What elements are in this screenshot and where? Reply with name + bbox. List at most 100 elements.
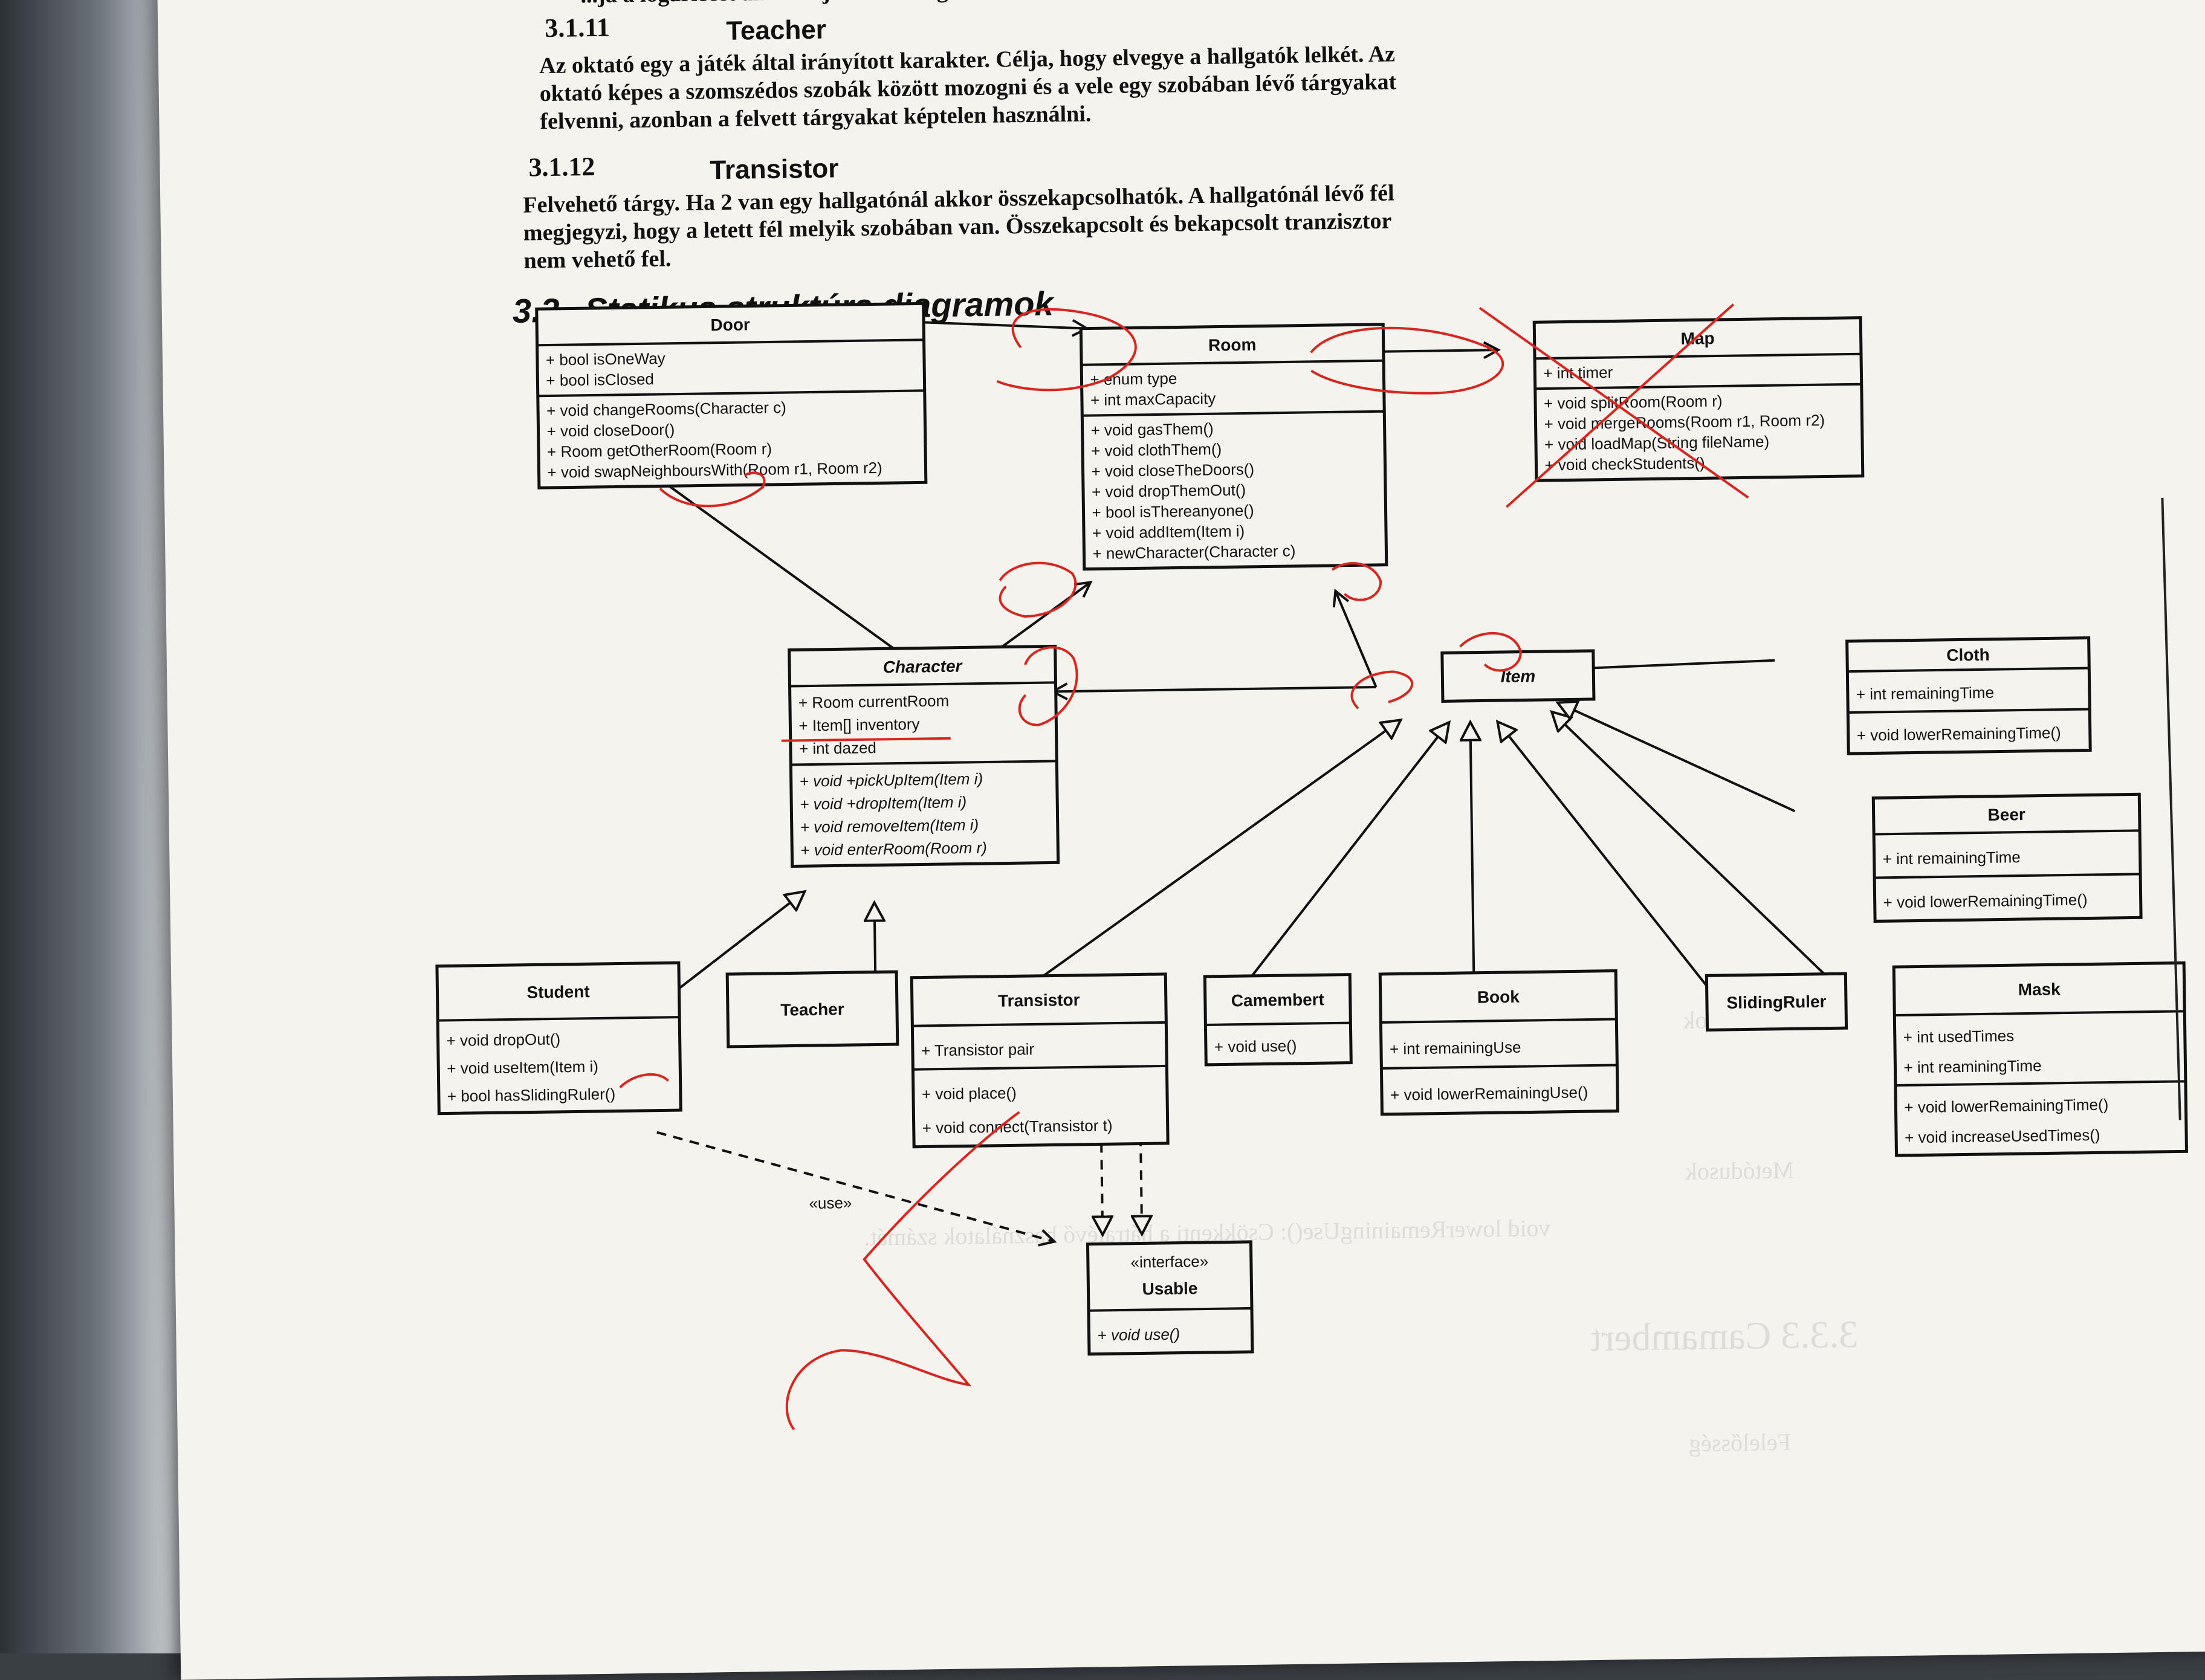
class-name: Teacher — [780, 1000, 844, 1019]
class-box-frame — [1440, 649, 1596, 703]
class-method: + void use() — [1097, 1325, 1180, 1345]
annotation-mark — [619, 1073, 670, 1088]
class-attribute: + int maxCapacity — [1090, 389, 1216, 409]
class-book: Book + int remainingUse + void lowerRemain… — [1378, 969, 1619, 1116]
class-divider — [912, 1021, 1167, 1027]
class-attribute: + Item[] inventory — [798, 715, 920, 735]
class-attribute: + int remainingTime — [1856, 683, 1994, 703]
class-box-frame — [1705, 972, 1848, 1032]
class-method: + void place() — [922, 1084, 1017, 1103]
class-attribute: + enum type — [1090, 369, 1177, 389]
class-divider — [1894, 1010, 2185, 1017]
class-method: + void addItem(Item i) — [1092, 522, 1245, 542]
class-name: Usable — [1142, 1279, 1197, 1298]
class-name: Door — [710, 315, 750, 334]
class-attribute: + int dazed — [799, 738, 876, 758]
class-attribute: + int remainingUse — [1390, 1038, 1521, 1058]
class-character: Character + Room currentRoom + Item[] inve… — [788, 644, 1060, 868]
class-box-frame — [1086, 1240, 1254, 1356]
class-divider — [1874, 829, 2140, 836]
class-name: Character — [883, 656, 963, 676]
camembert-item-generalization — [1234, 722, 1452, 998]
annotation-circle — [1350, 670, 1414, 709]
class-method: + bool isThereanyone() — [1092, 501, 1254, 522]
class-method: + void closeTheDoors() — [1091, 460, 1254, 480]
class-divider — [1895, 1080, 2186, 1087]
class-method: + bool hasSlidingRuler() — [447, 1085, 616, 1105]
class-name: Map — [1680, 329, 1714, 348]
class-map: Map+ int timer+ void splitRoom(Room r)+ … — [1532, 316, 1865, 482]
book-item-generalization — [1470, 722, 1474, 997]
class-divider — [789, 681, 1056, 688]
class-divider — [537, 389, 925, 398]
class-box-frame — [535, 302, 928, 489]
class-name: Book — [1477, 987, 1520, 1007]
class-method: + void dropOut() — [446, 1030, 560, 1050]
student-usable-use — [656, 1131, 1055, 1247]
class-teacher: Teacher — [725, 970, 899, 1048]
class-method: + void +pickUpItem(Item i) — [800, 770, 983, 790]
class-method: + void lowerRemainingTime() — [1857, 723, 2061, 745]
class-student: Student+ void dropOut()+ void useItem(It… — [435, 961, 682, 1116]
class-attribute: + bool isOneWay — [546, 349, 665, 369]
use-stereotype-label: «use» — [809, 1194, 852, 1212]
class-method: + void removeItem(Item i) — [800, 816, 979, 836]
class-box-frame — [1871, 792, 2143, 923]
annotation-scribble — [785, 1111, 1020, 1430]
class-method: + void connect(Transistor t) — [922, 1116, 1113, 1137]
class-slidingruler: SlidingRuler — [1705, 972, 1848, 1032]
class-item: Item — [1440, 649, 1596, 703]
mask-item-generalization — [1552, 708, 1841, 990]
class-attribute: + bool isClosed — [546, 370, 654, 389]
class-method: + void clothThem() — [1091, 440, 1222, 460]
class-method: + void loadMap(String fileName) — [1544, 432, 1770, 453]
class-room: Room+ enum type+ int maxCapacity+ void g… — [1079, 323, 1388, 571]
class-name: Transistor — [998, 990, 1080, 1010]
class-divider — [1535, 352, 1862, 360]
class-beer: Beer+ int remainingTime+ void lowerRemai… — [1871, 792, 2143, 923]
annotation-underline — [781, 737, 951, 742]
class-method: + void lowerRemainingTime() — [1904, 1096, 2108, 1117]
class-transistor: Transistor + Transistor pair + void place(… — [910, 972, 1170, 1149]
class-name: Beer — [1987, 805, 2025, 824]
class-box-frame — [1845, 636, 2092, 755]
class-attribute: + Transistor pair — [921, 1040, 1035, 1060]
item-room-link — [1335, 590, 1378, 688]
class-name: SlidingRuler — [1726, 992, 1826, 1012]
class-divider — [1081, 359, 1384, 366]
class-attribute: + int remainingTime — [1882, 848, 2020, 868]
class-box-frame — [435, 961, 682, 1116]
class-method: + void enterRoom(Room r) — [800, 838, 987, 859]
door-room-link — [911, 320, 1087, 331]
class-attribute: + int timer — [1543, 363, 1613, 383]
class-mask: Mask+ int usedTimes+ int reaminingTime+ … — [1892, 961, 2189, 1157]
class-method: + void lowerRemainingUse() — [1390, 1083, 1588, 1104]
margin-line — [2161, 497, 2181, 1120]
class-divider — [1205, 1021, 1351, 1026]
class-stereotype: «interface» — [1130, 1252, 1208, 1271]
class-divider — [537, 338, 924, 347]
annotation-circle — [659, 471, 766, 508]
student-character-generalization — [672, 891, 806, 994]
class-divider — [1381, 1018, 1617, 1024]
slidingruler-item-generalization — [1497, 719, 1714, 995]
item-character-link — [1053, 687, 1376, 691]
class-box-frame — [1079, 323, 1388, 571]
class-method: + void dropThemOut() — [1092, 480, 1246, 501]
annotation-circle — [1018, 646, 1078, 726]
annotation-cross-map — [1478, 303, 1749, 508]
class-attribute: + int reaminingTime — [1903, 1056, 2041, 1076]
class-method: + void increaseUsedTimes() — [1905, 1126, 2100, 1147]
class-name: Student — [526, 982, 590, 1001]
class-method: + void closeDoor() — [546, 421, 675, 441]
annotation-circle — [999, 561, 1077, 618]
class-name: Room — [1208, 335, 1257, 355]
class-name: Cloth — [1946, 645, 1990, 665]
class-method: + void +dropItem(Item i) — [800, 793, 967, 813]
class-divider — [1847, 667, 2090, 673]
class-method: + void use() — [1214, 1036, 1297, 1056]
class-attribute: + Room currentRoom — [798, 691, 950, 711]
class-cloth: Cloth + int remainingTime + void lowerRema… — [1845, 636, 2092, 755]
annotation-circle — [1459, 632, 1522, 672]
class-method: + void changeRooms(Character c) — [546, 398, 786, 420]
